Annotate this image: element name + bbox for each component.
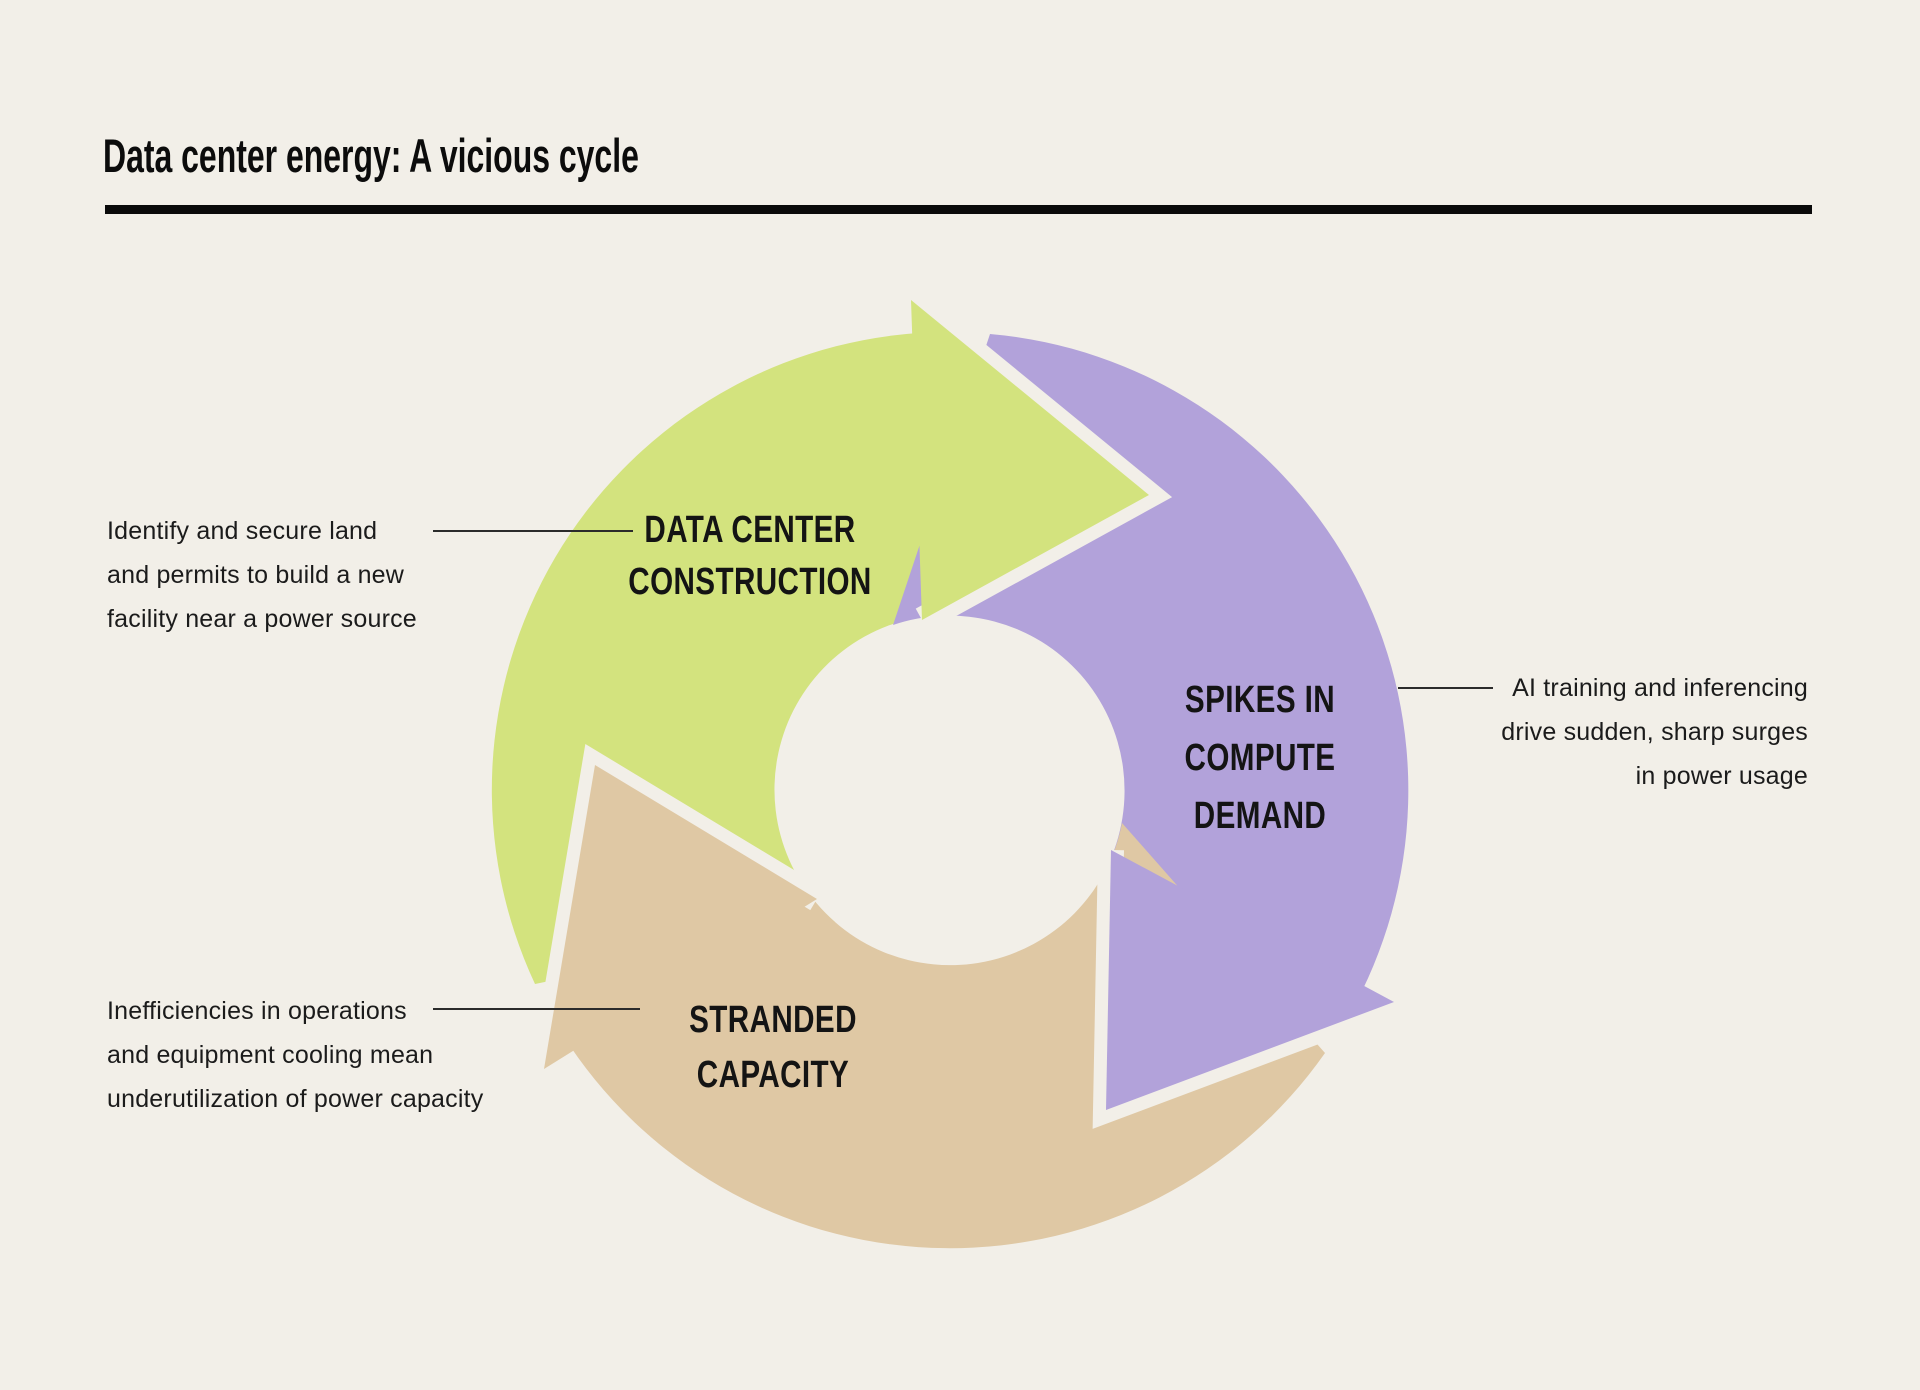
label-line: CONSTRUCTION — [628, 561, 872, 603]
connector-line-construction — [433, 530, 633, 532]
annotation-line: underutilization of power capacity — [107, 1085, 484, 1113]
label-line: CAPACITY — [696, 1054, 850, 1096]
annotation-line: and permits to build a new — [107, 561, 405, 589]
stranded-capacity-arrowhead — [544, 765, 817, 1069]
label-spikes-in-compute-demand: SPIKES IN COMPUTE DEMAND — [1088, 671, 1431, 845]
cycle-center-hole — [780, 620, 1120, 960]
annotation-line: AI training and inferencing — [1512, 674, 1808, 702]
annotation-compute-demand: AI training and inferencing drive sudden… — [1501, 666, 1808, 798]
annotation-line: drive sudden, sharp surges — [1501, 718, 1808, 746]
label-line: STRANDED — [689, 999, 857, 1041]
connector-line-compute-demand — [1398, 687, 1493, 689]
label-line: DEMAND — [1193, 795, 1327, 837]
annotation-line: Identify and secure land — [107, 517, 378, 545]
label-line: SPIKES IN — [1184, 679, 1336, 721]
title-underline-rule — [105, 205, 1812, 214]
label-line: DATA CENTER — [644, 509, 856, 551]
connector-line-stranded-capacity — [433, 1008, 640, 1010]
label-line: COMPUTE — [1184, 737, 1336, 779]
annotation-stranded-capacity: Inefficiencies in operations and equipme… — [107, 989, 483, 1121]
compute-demand-arrowhead — [1106, 850, 1394, 1110]
page-title: Data center energy: A vicious cycle — [103, 129, 639, 182]
annotation-line: facility near a power source — [107, 605, 417, 633]
annotation-line: in power usage — [1635, 762, 1808, 790]
construction-arrowhead — [911, 300, 1149, 620]
annotation-line: Inefficiencies in operations — [107, 997, 407, 1025]
annotation-line: and equipment cooling mean — [107, 1041, 434, 1069]
annotation-construction: Identify and secure land and permits to … — [107, 509, 417, 641]
label-stranded-capacity: STRANDED CAPACITY — [601, 993, 944, 1103]
label-data-center-construction: DATA CENTER CONSTRUCTION — [547, 504, 953, 608]
